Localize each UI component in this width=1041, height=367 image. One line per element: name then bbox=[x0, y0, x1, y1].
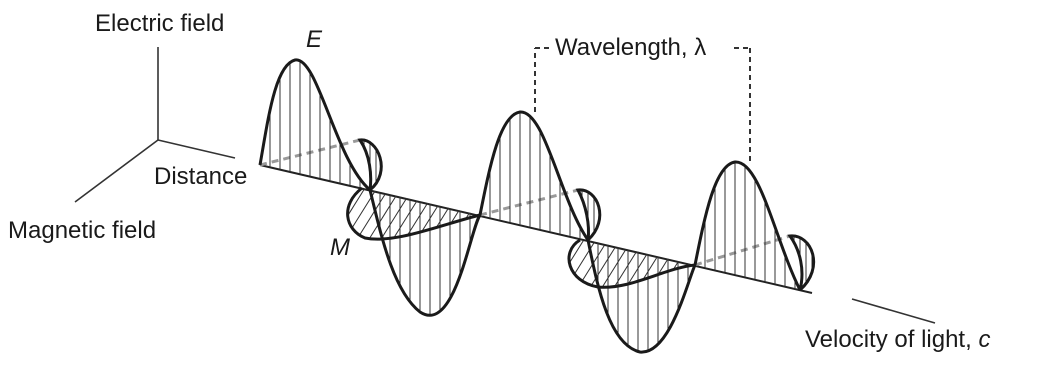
direction-axis-tail bbox=[851, 298, 936, 324]
magnetic-hatching bbox=[347, 188, 695, 288]
velocity-text: Velocity of light, bbox=[805, 326, 978, 353]
magnetic-field-label: Magnetic field bbox=[8, 217, 156, 244]
wavelength-label: Wavelength, λ bbox=[555, 34, 706, 61]
e-symbol-label: E bbox=[306, 26, 323, 53]
m-symbol-label: M bbox=[330, 234, 350, 261]
electric-field-wave bbox=[258, 58, 802, 354]
wavelength-bracket bbox=[534, 47, 751, 162]
axes bbox=[74, 47, 936, 324]
electric-field-label: Electric field bbox=[95, 10, 224, 37]
magnetic-field-wave bbox=[346, 138, 816, 292]
distance-axis bbox=[157, 139, 236, 159]
propagation-axis bbox=[259, 164, 813, 294]
magnetic-field-axis bbox=[74, 139, 159, 203]
wavelength-text: Wavelength, bbox=[555, 34, 694, 61]
velocity-label: Velocity of light, c bbox=[805, 326, 990, 353]
lambda-symbol: λ bbox=[694, 34, 706, 61]
c-symbol: c bbox=[978, 326, 990, 353]
distance-label: Distance bbox=[154, 163, 247, 190]
electric-hatching bbox=[269, 59, 813, 353]
